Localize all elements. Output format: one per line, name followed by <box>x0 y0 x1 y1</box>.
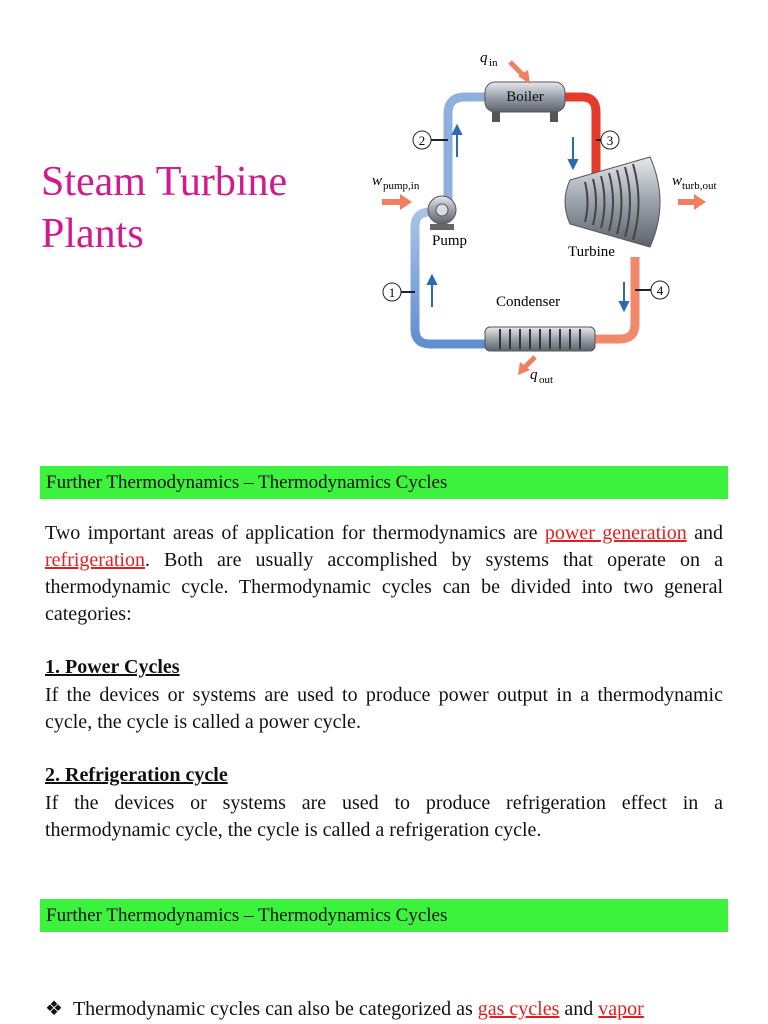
w-pump-label: w <box>372 173 382 189</box>
refrigeration-link[interactable]: refrigeration <box>45 549 145 571</box>
w-turb-sub: turb,out <box>682 180 717 192</box>
section-banner-1: Further Thermodynamics – Thermodynamics … <box>40 466 728 499</box>
gas-cycles-link[interactable]: gas cycles <box>477 998 560 1020</box>
power-generation-link[interactable]: power generation <box>544 522 687 544</box>
boiler-label: Boiler <box>506 89 544 105</box>
intro-text-1: Two important areas of application for t… <box>45 522 545 544</box>
power-cycles-text: If the devices or systems are used to pr… <box>45 684 723 733</box>
vapor-link[interactable]: vapor <box>598 998 644 1020</box>
bullet-text-1: Thermodynamic cycles can also be categor… <box>72 998 478 1020</box>
rankine-cycle-diagram: Boiler q in Pump w pump,in Turbine w tur… <box>372 50 717 386</box>
bullet-paragraph: ❖ Thermodynamic cycles can also be catego… <box>45 996 723 1023</box>
condenser-label: Condenser <box>496 294 560 310</box>
pipe-condenser-to-pump <box>410 207 485 349</box>
q-in-sub: in <box>489 57 498 69</box>
condenser: Condenser <box>484 294 596 352</box>
q-in-label: q <box>480 50 488 66</box>
intro-paragraph: Two important areas of application for t… <box>45 520 723 628</box>
power-cycles-heading: 1. Power Cycles <box>45 656 180 678</box>
page-title: Steam Turbine Plants <box>41 156 287 260</box>
bullet-text-2: and <box>559 998 599 1020</box>
intro-text-2: and <box>686 522 723 544</box>
boiler: Boiler <box>484 81 566 122</box>
q-out-label: q <box>530 367 538 383</box>
pump-label: Pump <box>432 233 467 249</box>
state-4: 4 <box>657 283 664 298</box>
state-2: 2 <box>419 133 426 148</box>
title-line-2: Plants <box>41 211 144 257</box>
q-out-sub: out <box>539 374 553 386</box>
state-1: 1 <box>389 285 396 300</box>
pipe-boiler-to-turbine <box>560 92 601 182</box>
pipe-pump-to-boiler <box>443 92 490 202</box>
pump: Pump <box>427 195 467 249</box>
state-3: 3 <box>607 133 614 148</box>
section-banner-2: Further Thermodynamics – Thermodynamics … <box>40 899 728 932</box>
bullet-icon: ❖ <box>45 998 63 1020</box>
turbine-label: Turbine <box>568 244 615 260</box>
intro-text-3: . Both are usually accomplished by syste… <box>45 549 723 625</box>
pipe-turbine-to-condenser <box>595 257 640 344</box>
q-out-arrow <box>523 355 537 369</box>
w-turb-label: w <box>672 173 682 189</box>
refrigeration-cycle-heading: 2. Refrigeration cycle <box>45 764 228 786</box>
refrigeration-cycle-text: If the devices or systems are used to pr… <box>45 792 723 841</box>
w-pump-sub: pump,in <box>383 180 420 192</box>
turbine: Turbine <box>564 156 661 260</box>
title-line-1: Steam Turbine <box>41 159 288 205</box>
